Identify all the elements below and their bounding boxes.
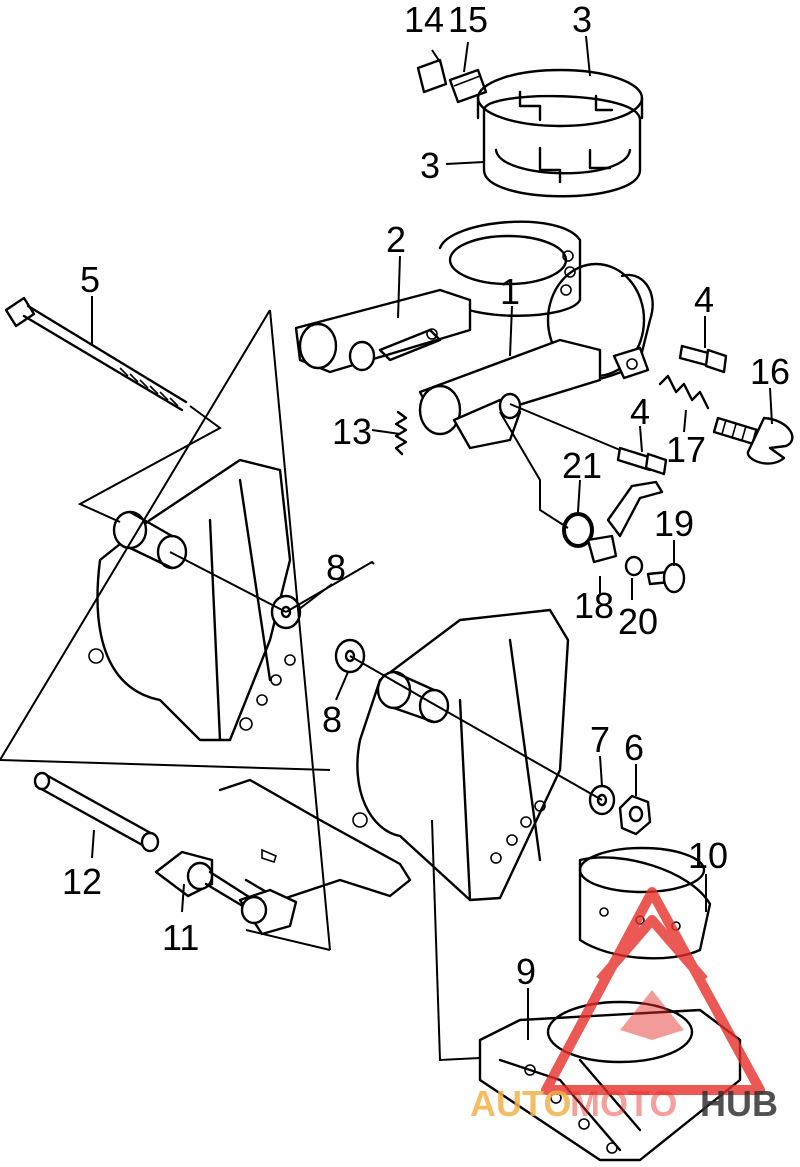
label-1: 1 [500,271,520,312]
part-4-bolt-lower [616,446,668,476]
label-20: 20 [618,601,658,642]
label-13: 13 [332,411,372,452]
label-2: 2 [386,219,406,260]
label-6: 6 [624,727,644,768]
part-20-washer [624,555,644,577]
part-2-bracket [294,220,582,374]
label-14: 14 [404,0,444,40]
label-3-top: 3 [572,0,592,40]
part-6-nut [618,794,652,836]
label-4-lower: 4 [630,391,650,432]
label-19: 19 [654,503,694,544]
part-11-clip [154,778,412,936]
label-17: 17 [666,429,706,470]
part-3-clamp-upper [476,68,644,128]
part-5-long-bolt [4,296,188,412]
label-leaders [91,35,773,1040]
label-18: 18 [574,585,614,626]
part-19-screw [646,562,686,594]
watermark-logo [541,887,765,1095]
label-21: 21 [562,445,602,486]
label-11: 11 [162,917,199,958]
part-16-thumb-screw [712,416,794,465]
part-13-spring [394,410,408,456]
label-3-mid: 3 [420,145,440,186]
label-7: 7 [590,719,610,760]
label-15: 15 [448,0,488,40]
label-9: 9 [516,951,536,992]
label-10: 10 [688,835,728,876]
watermark-text-auto: AUTO [470,1083,571,1124]
part-15-pad [448,68,488,104]
watermark-text-moto: MOTO [570,1083,677,1124]
watermark-text: AUTO MOTO HUB [470,1083,778,1124]
part-12-pin [33,771,160,853]
left-clamp-bracket [88,458,296,742]
label-8-upper: 8 [326,547,346,588]
part-3-clamp-lower [482,94,642,198]
part-4-bolt-upper [678,344,728,374]
part-1-swivel-bracket [418,262,654,450]
right-clamp-bracket [352,608,570,902]
label-12: 12 [62,861,102,902]
part-14-pad [416,58,448,94]
watermark-text-hub: HUB [700,1083,778,1124]
assembly-lines [0,309,621,1062]
part-18-lever [586,480,664,564]
label-16: 16 [750,351,790,392]
label-8-lower: 8 [322,699,342,740]
part-17-spring [658,374,710,410]
label-4-upper: 4 [694,279,714,320]
label-5: 5 [80,259,100,300]
part-9-bottom-bracket [478,1000,742,1162]
part-labels: 14 15 3 3 2 5 1 4 16 4 13 17 21 19 8 18 … [62,0,790,992]
part-21-o-ring [562,512,594,548]
